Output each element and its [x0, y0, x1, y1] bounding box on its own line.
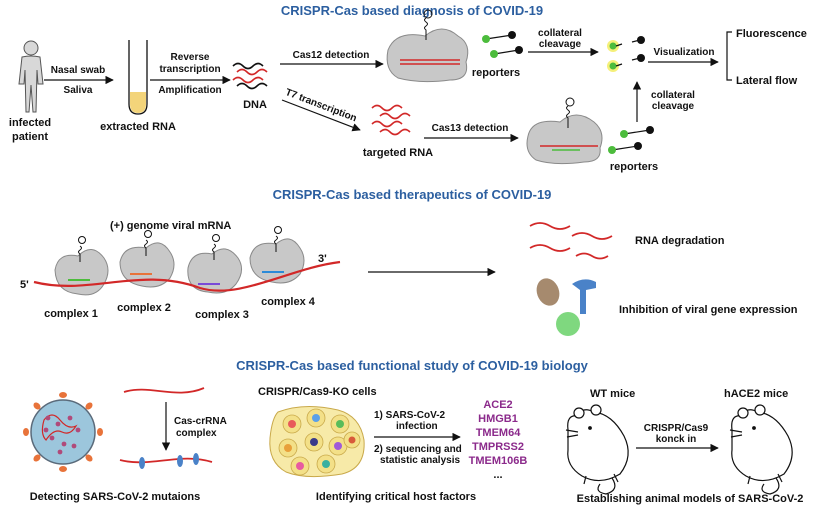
complex-4 — [249, 226, 305, 284]
collateral-top-2: cleavage — [539, 39, 582, 50]
rt-label-2: transcription — [159, 64, 220, 75]
detecting-label: Detecting SARS-CoV-2 mutaions — [30, 491, 201, 503]
step1-label-1: 1) SARS-CoV-2 — [374, 410, 446, 421]
gene-tmprss2: TMPRSS2 — [472, 441, 524, 453]
reporters-bottom-icon — [608, 126, 654, 154]
five-prime-label: 5' — [20, 279, 29, 291]
gene-tmem64: TMEM64 — [476, 427, 522, 439]
complex-3-label: complex 3 — [195, 309, 249, 321]
output-bracket — [726, 31, 732, 81]
sars-cov-2-virus-icon — [23, 392, 103, 472]
hace2-mouse-icon — [729, 404, 793, 495]
rt-label-1: Reverse — [171, 52, 210, 63]
ko-cell-grid — [269, 406, 365, 478]
functional-title: CRISPR-Cas based functional study of COV… — [236, 358, 589, 373]
reporters-top-label: reporters — [472, 67, 520, 79]
dna-label: DNA — [243, 99, 267, 111]
inhibition-label: Inhibition of viral gene expression — [619, 304, 798, 316]
collateral-bottom-2: cleavage — [652, 101, 695, 112]
therapeutics-title: CRISPR-Cas based therapeutics of COVID-1… — [273, 187, 552, 202]
rna-degradation-label: RNA degradation — [635, 235, 725, 247]
mutation-detected-rna — [119, 453, 213, 469]
establishing-label: Establishing animal models of SARS-CoV-2 — [577, 493, 804, 505]
patient-figure — [18, 40, 44, 113]
sample-label-1: Nasal swab — [51, 65, 105, 76]
protein-brown-shape — [536, 278, 560, 306]
gene-hmgb1: HMGB1 — [478, 413, 518, 425]
collateral-bottom-1: collateral — [651, 90, 695, 101]
wt-mouse-icon — [565, 404, 629, 495]
degraded-rna-fragments — [529, 222, 613, 260]
extracted-rna-label: extracted RNA — [100, 121, 176, 133]
complex-4-label: complex 4 — [261, 296, 316, 308]
complex-3 — [187, 234, 242, 294]
viral-mrna-strand — [33, 260, 341, 292]
hace2-mice-label: hACE2 mice — [724, 388, 788, 400]
sample-label-2: Saliva — [64, 85, 93, 96]
three-prime-label: 3' — [318, 253, 327, 265]
genome-label: (+) genome viral mRNA — [110, 220, 231, 232]
lateral-flow-label: Lateral flow — [736, 75, 798, 87]
viral-rna-top — [123, 387, 205, 394]
patient-label-1: infected — [9, 117, 51, 129]
visualization-label: Visualization — [654, 47, 715, 58]
cas-crrna-label-2: complex — [176, 428, 217, 439]
step2-label-2: statistic analysis — [380, 455, 460, 466]
reporters-bottom-label: reporters — [610, 161, 658, 173]
arrow-t7 — [281, 99, 361, 132]
t7-label: T7 transcription — [284, 87, 359, 124]
complex-1-label: complex 1 — [44, 308, 98, 320]
targeted-rna-strands — [371, 104, 411, 136]
reporters-top-icon — [482, 31, 523, 58]
crispr-cas9-label: CRISPR/Cas9 — [644, 423, 709, 434]
gene-ace2: ACE2 — [483, 399, 512, 411]
knock-in-label: konck in — [656, 434, 697, 445]
ko-cells-label: CRISPR/Cas9-KO cells — [258, 386, 377, 398]
complex-2 — [119, 230, 175, 288]
complex-2-label: complex 2 — [117, 302, 171, 314]
protein-blue-shape — [572, 279, 596, 314]
test-tube-icon — [128, 40, 148, 115]
targeted-rna-label: targeted RNA — [363, 147, 433, 159]
cleaved-reporters-icon — [607, 36, 645, 72]
cas13-label: Cas13 detection — [432, 123, 509, 134]
wt-mice-label: WT mice — [590, 388, 635, 400]
step2-label-1: 2) sequencing and — [374, 444, 462, 455]
cas12-complex — [386, 9, 469, 83]
dna-strands — [232, 62, 268, 90]
step1-label-2: infection — [396, 421, 438, 432]
identifying-label: Identifying critical host factors — [316, 491, 476, 503]
cas13-complex — [526, 97, 603, 165]
gene-tmem106b: TMEM106B — [469, 455, 528, 467]
patient-label-2: patient — [12, 131, 48, 143]
gene-ellipsis: ... — [493, 469, 502, 481]
fluorescence-label: Fluorescence — [736, 28, 807, 40]
protein-green-shape — [556, 312, 580, 336]
rt-label-3: Amplification — [158, 85, 221, 96]
diagnosis-title: CRISPR-Cas based diagnosis of COVID-19 — [281, 3, 543, 18]
collateral-top-1: collateral — [538, 28, 582, 39]
cas-crrna-label-1: Cas-crRNA — [174, 416, 227, 427]
cas12-label: Cas12 detection — [293, 50, 370, 61]
